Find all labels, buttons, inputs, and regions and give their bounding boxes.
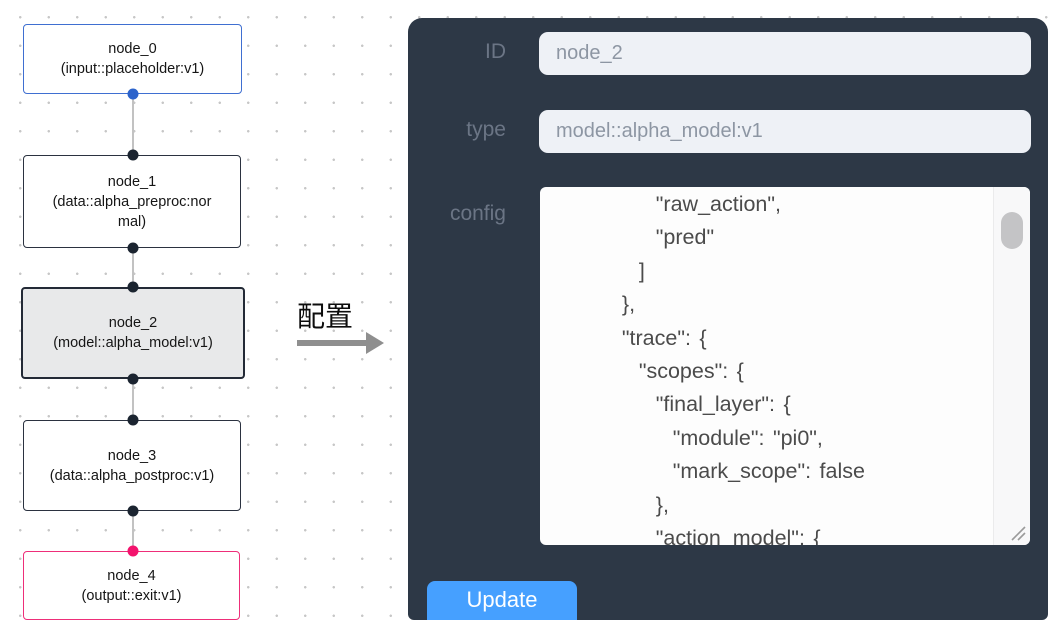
config-field-label: config xyxy=(449,202,506,225)
node-subtitle: (input::placeholder:v1) xyxy=(60,61,205,77)
id-input[interactable] xyxy=(539,32,1031,75)
node-title: node_3 xyxy=(107,447,157,464)
edge-node1-node2 xyxy=(132,248,134,287)
port-node2-in-icon[interactable] xyxy=(127,281,139,293)
node-title: node_0 xyxy=(108,41,157,57)
update-button[interactable]: Update xyxy=(427,581,577,620)
port-node0-out-icon[interactable] xyxy=(127,88,139,100)
type-field-label: type xyxy=(466,118,506,141)
config-scrollbar-track[interactable] xyxy=(993,187,1030,545)
resize-handle-icon[interactable] xyxy=(1005,520,1027,542)
id-field-label: ID xyxy=(485,40,506,63)
edge-node3-node4 xyxy=(132,511,134,551)
config-scrollbar-thumb[interactable] xyxy=(1001,212,1023,249)
flow-node-node_1[interactable]: node_1 (data::alpha_preproc:normal) xyxy=(23,155,241,248)
flow-node-node_4[interactable]: node_4 (output::exit:v1) xyxy=(23,551,240,620)
node-subtitle: (data::alpha_postproc:v1) xyxy=(49,467,215,484)
flow-node-node_3[interactable]: node_3 (data::alpha_postproc:v1) xyxy=(23,420,241,511)
port-node2-out-icon[interactable] xyxy=(127,373,139,385)
arrow-right-icon xyxy=(366,332,384,354)
config-textarea[interactable]: "raw_action", "pred" ] }, "trace": { "sc… xyxy=(540,187,1030,545)
node-title: node_4 xyxy=(107,567,156,584)
edge-node0-node1 xyxy=(132,94,134,155)
arrow-shaft xyxy=(297,340,367,346)
node-config-panel: ID type config "raw_action", "pred" ] },… xyxy=(408,18,1048,620)
edge-node2-node3 xyxy=(132,379,134,420)
port-node1-in-icon[interactable] xyxy=(127,149,139,161)
port-node3-out-icon[interactable] xyxy=(127,505,139,517)
node-title: node_1 xyxy=(107,173,157,190)
port-node3-in-icon[interactable] xyxy=(127,414,139,426)
node-subtitle: (output::exit:v1) xyxy=(81,587,182,604)
node-title: node_2 xyxy=(108,315,158,331)
port-node1-out-icon[interactable] xyxy=(127,242,139,254)
config-json-text: "raw_action", "pred" ] }, "trace": { "sc… xyxy=(621,192,865,545)
port-node4-in-icon[interactable] xyxy=(127,545,139,557)
flow-node-node_0[interactable]: node_0 (input::placeholder:v1) xyxy=(23,24,242,94)
type-input[interactable] xyxy=(539,110,1031,153)
flow-node-node_2-selected[interactable]: node_2 (model::alpha_model:v1) xyxy=(21,287,245,379)
node-subtitle: (data::alpha_preproc:normal) xyxy=(52,193,212,230)
node-subtitle: (model::alpha_model:v1) xyxy=(53,335,213,351)
configure-annotation: 配置 xyxy=(297,301,354,332)
